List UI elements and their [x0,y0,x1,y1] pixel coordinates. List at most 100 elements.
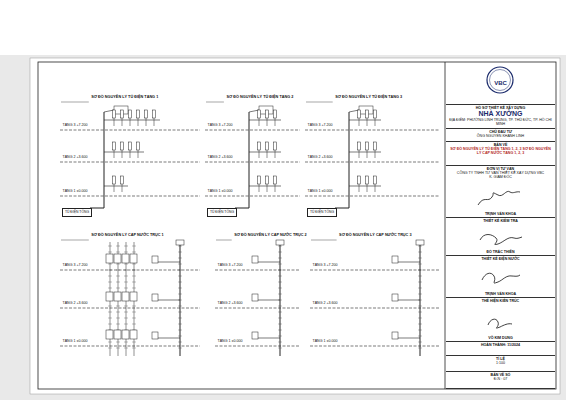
device-symbol [258,142,261,150]
device-symbol [153,110,156,118]
wire [124,270,128,271]
wire [418,342,422,343]
wire [215,270,300,271]
wire [60,162,200,163]
wire [305,162,440,163]
wire [367,186,368,192]
wire [259,184,260,186]
title-cell: THỂ HIỆN KIẾN TRÚCVÕ KIM DUNG [446,298,555,342]
cell-text: NHÀ XƯỞNG [478,110,522,118]
wire [349,112,350,208]
wire [132,348,136,349]
cell-text: BẢN VẼ [494,143,508,147]
cell-text: HOÀN THÀNH: 11/2024 [481,343,520,347]
wire [259,150,260,152]
device-symbol [152,294,158,301]
wire [116,306,120,307]
wire [420,242,421,356]
wire [335,208,349,209]
wire [375,152,376,158]
wire [418,318,422,319]
wire [267,152,268,158]
floor-level: TẦNG 1 ±0.000 [62,340,88,344]
frame [38,62,556,389]
wire [259,118,260,120]
device-symbol [392,256,398,263]
wire [178,282,182,283]
floor-level: TẦNG 2 +3.600 [207,156,233,160]
wire [249,112,250,208]
wire [132,306,136,307]
wire [124,252,128,253]
title-cell: THIẾT KẾ KIỂM TRAĐỖ TRÁC THIÊN [446,218,555,256]
device-symbol [252,294,258,301]
device-symbol [374,110,377,118]
device-symbol [130,330,137,339]
wire [132,288,136,289]
page-ground [0,55,566,400]
wire [275,184,276,186]
wire [138,120,139,126]
signature [478,191,520,205]
wire [116,252,120,253]
wire [375,120,376,126]
title-cell: HOÀN THÀNH: 11/2024 [446,342,555,356]
cell-text: Đ-N : 07 [494,377,507,381]
wire [418,288,422,289]
wire [178,312,182,313]
wire [60,308,200,309]
wire [278,318,282,319]
wire [205,130,300,131]
wire [349,152,381,153]
floor-level: TẦNG 1 ±0.000 [207,190,233,194]
wire [116,312,120,313]
wire [278,294,282,295]
wire [249,152,281,153]
wire [138,118,139,120]
wire [116,246,120,247]
wire [375,150,376,152]
wire [275,150,276,152]
device-symbol [122,254,129,263]
wire [359,152,360,158]
wire [132,252,136,253]
device-symbol [176,240,184,245]
wire [418,246,422,247]
panel-box: TỦ ĐIỆN TỔNG [207,208,237,217]
wire [108,312,112,313]
panel-heading: SƠ ĐỒ NGUYÊN LÝ CẤP NƯỚC TRỤC 3 [339,234,412,238]
cell-text: ĐƠN VỊ TƯ VẤN [487,167,514,171]
cell-text: TỦ ĐIỆN TỔNG [65,211,89,215]
title-cell: BẢN VẼSƠ ĐỒ NGUYÊN LÝ TỦ ĐIỆN TẦNG 1, 2,… [446,142,555,166]
wire [375,118,376,120]
device-symbol [145,110,148,118]
wire [104,112,105,208]
wire [114,184,115,186]
wire [124,312,128,313]
title-cell: CHỦ ĐẦU TƯÔNG NGUYỄN KHÁNH LINH [446,129,555,142]
wire [259,120,260,126]
device-symbol [152,332,158,339]
cell-text: K. GIÁM ĐỐC [489,175,512,179]
wire [114,120,115,126]
wire [116,348,120,349]
wire [418,258,422,259]
panel-heading: SƠ ĐỒ NGUYÊN LÝ TỦ ĐIỆN TẦNG 2 [226,96,294,100]
wire [178,252,182,253]
wire [132,270,136,271]
device-symbol [358,142,361,150]
wire [278,324,282,325]
wire [130,150,131,152]
device-symbol [252,332,258,339]
device-symbol [114,330,121,339]
wire [418,312,422,313]
device-symbol [374,142,377,150]
wire [104,120,160,121]
wire [132,312,136,313]
wire [267,118,268,120]
wire [108,246,112,247]
wire [108,276,112,277]
wire [359,118,360,120]
wire [178,342,182,343]
